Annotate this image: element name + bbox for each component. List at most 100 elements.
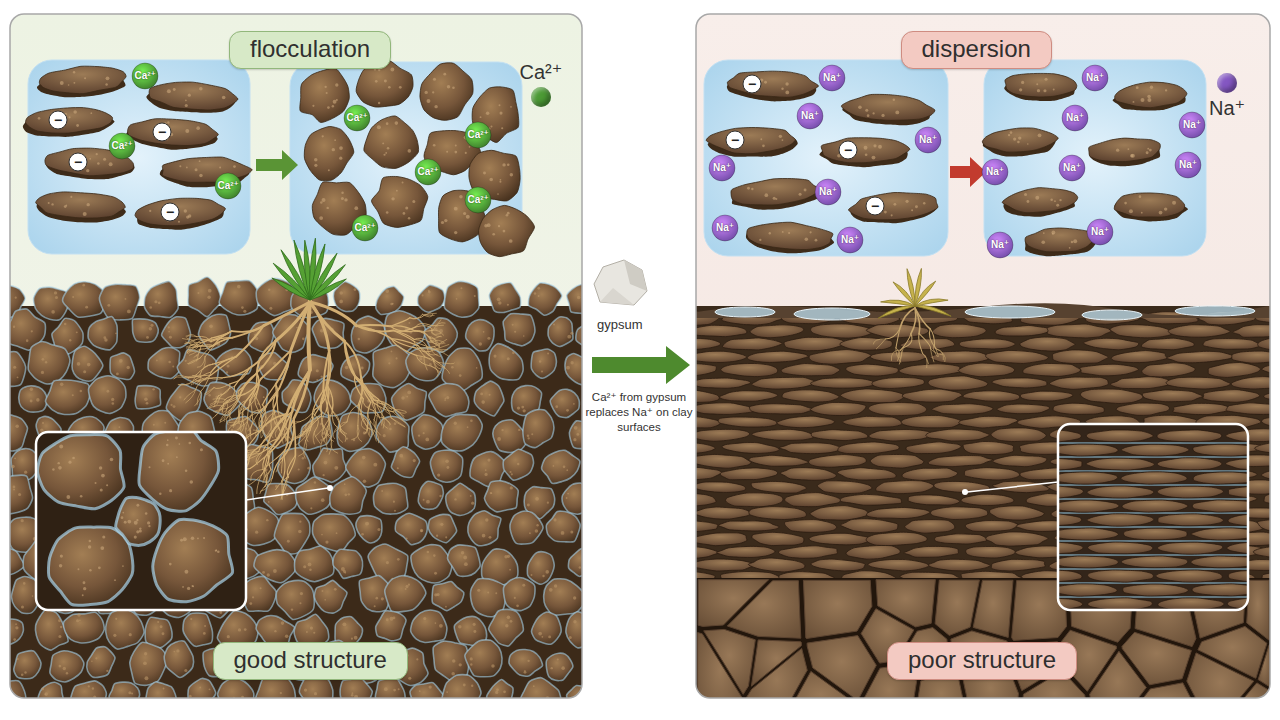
- dispersed-soil: [1231, 377, 1270, 389]
- plant-roots: [393, 331, 414, 342]
- clay-particles: [375, 80, 378, 83]
- plant-roots: [251, 469, 263, 480]
- plant-roots: [310, 302, 329, 350]
- plant-roots: [286, 455, 295, 478]
- dispersed-soil: [1080, 389, 1143, 403]
- stunted-roots: [911, 308, 916, 334]
- aggregate-inset: [184, 570, 188, 574]
- soil-aggregates: [21, 605, 24, 608]
- clay-particles: [89, 158, 91, 160]
- soil-aggregates: [507, 616, 511, 620]
- soil-aggregates: [249, 602, 252, 605]
- soil-aggregates: [498, 301, 501, 304]
- soil-aggregates: [510, 486, 513, 489]
- wilted-plant: [915, 299, 948, 306]
- soil-aggregates: [446, 396, 449, 399]
- clay-particles: [188, 214, 191, 217]
- clay-particles: [466, 215, 470, 219]
- healthy-plant: [310, 279, 346, 300]
- soil-aggregates: [544, 579, 582, 616]
- soil-aggregates: [168, 361, 171, 364]
- soil-aggregates: [520, 678, 561, 698]
- clay-particles: [441, 221, 444, 224]
- soil-aggregates: [285, 634, 289, 638]
- clay-particles: [432, 91, 434, 93]
- soil-aggregates: [255, 531, 258, 534]
- plant-roots: [197, 357, 205, 368]
- plant-roots: [378, 414, 382, 425]
- soil-aggregates: [322, 590, 324, 592]
- clay-particles: [891, 214, 893, 216]
- dispersed-soil: [965, 521, 1018, 532]
- plate-inset: [1058, 430, 1081, 442]
- soil-aggregates: [342, 622, 346, 626]
- soil-aggregates: [459, 374, 462, 377]
- soil-aggregates: [76, 331, 78, 333]
- aggregate-inset: [88, 545, 91, 548]
- soil-aggregates: [131, 693, 133, 695]
- soil-aggregates: [538, 632, 542, 636]
- soil-aggregates: [238, 628, 241, 631]
- clay-particles: [805, 237, 809, 241]
- soil-aggregates: [487, 680, 513, 698]
- soil-aggregates: [399, 454, 403, 458]
- soil-aggregates: [11, 465, 14, 468]
- soil-aggregates: [262, 571, 265, 574]
- plant-roots: [327, 386, 333, 412]
- aggregate-inset: [36, 426, 333, 610]
- dispersed-soil: [1264, 391, 1270, 401]
- plant-roots: [373, 403, 393, 412]
- soil-aggregates: [487, 337, 490, 340]
- dispersed-soil: [935, 534, 987, 544]
- plant-roots: [261, 405, 265, 421]
- clay-particles: [469, 146, 471, 148]
- clay-particles: [339, 146, 343, 150]
- plant-roots: [418, 346, 433, 359]
- soil-aggregates: [497, 437, 501, 441]
- soil-aggregates: [66, 672, 68, 674]
- clay-particles: [1059, 199, 1061, 201]
- clay-particles: [1071, 241, 1073, 243]
- soil-aggregates: [405, 588, 407, 590]
- clay-particles: [424, 91, 427, 94]
- dispersed-soil: [840, 337, 893, 350]
- plant-roots: [248, 419, 253, 431]
- dispersed-soil: [722, 443, 780, 454]
- clay-particles: [867, 114, 870, 117]
- plant-roots: [218, 384, 230, 396]
- clay-particles: [378, 69, 380, 71]
- plant-roots: [418, 346, 434, 359]
- soil-aggregates: [545, 570, 549, 574]
- soil-aggregates: [146, 402, 149, 405]
- plate-inset: [1058, 444, 1118, 456]
- soil-aggregates: [435, 622, 437, 624]
- aggregate-inset: [83, 587, 86, 590]
- plant-roots: [211, 338, 232, 342]
- dispersed-soil: [718, 417, 777, 427]
- soil-aggregates: [411, 610, 447, 643]
- clay-particles: [500, 179, 502, 181]
- soil-aggregates: [454, 422, 457, 425]
- clay-particles: [781, 88, 783, 90]
- soil-aggregates: [565, 354, 582, 386]
- soil-aggregates: [569, 636, 572, 639]
- soil-aggregates: [152, 388, 154, 390]
- clay-particles: [501, 127, 503, 129]
- clay-particles: [911, 209, 913, 211]
- soil-aggregates: [548, 317, 573, 347]
- dispersed-soil: [1262, 363, 1270, 377]
- soil-aggregates: [162, 632, 165, 635]
- soil-aggregates: [119, 359, 123, 363]
- soil-aggregates: [179, 396, 181, 398]
- soil-aggregates: [569, 421, 582, 449]
- soil-aggregates: [566, 497, 568, 499]
- dispersed-soil: [781, 364, 840, 376]
- clay-particles: [26, 108, 113, 134]
- soil-aggregates: [132, 319, 158, 342]
- soil-aggregates: [14, 651, 41, 679]
- plant-roots: [338, 429, 343, 442]
- dispersion-panel: [696, 14, 1270, 698]
- clay-particles: [799, 193, 802, 196]
- clay-particles: [782, 139, 784, 141]
